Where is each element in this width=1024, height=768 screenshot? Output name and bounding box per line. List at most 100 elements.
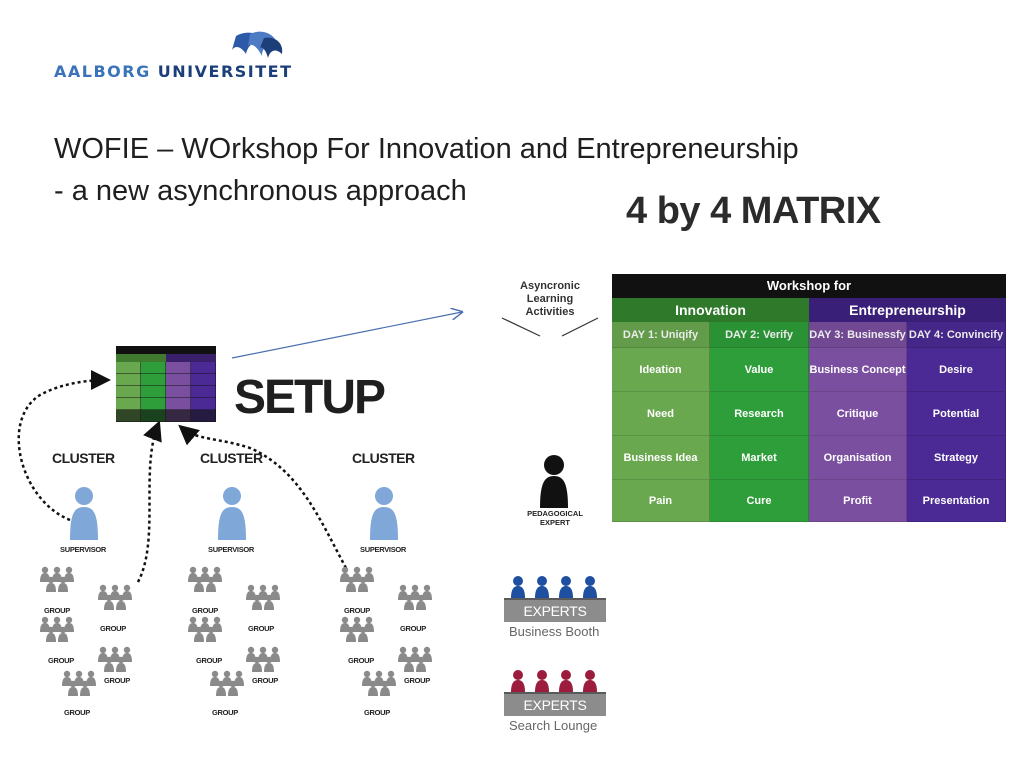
title-line-1: WOFIE – WOrkshop For Innovation and Entr… [54, 133, 799, 165]
group-label: GROUP [348, 656, 375, 665]
group-label: GROUP [192, 606, 219, 615]
cluster: CLUSTER SUPERVISOR GROUP GROUP GROUP GROUP GRO… [340, 450, 492, 730]
cluster-label: CLUSTER [200, 450, 263, 466]
async-activities-label: Asyncronic Learning Activities [510, 280, 590, 319]
group-label: GROUP [104, 676, 131, 685]
supervisor-icon [70, 487, 98, 540]
mini-matrix-cell [116, 398, 141, 410]
mini-matrix-cell [166, 410, 191, 422]
supervisor-label: SUPERVISOR [208, 545, 255, 554]
matrix-cell: Profit [809, 480, 907, 522]
async-label-line-3: Activities [525, 306, 575, 318]
mini-matrix-cell [141, 362, 166, 374]
group-label: GROUP [44, 606, 71, 615]
matrix-category-innovation: Innovation [612, 298, 809, 322]
cluster: CLUSTER SUPERVISOR GROUP GROUP GROUP GROUP GRO… [188, 450, 340, 730]
mini-matrix-cell [166, 386, 191, 398]
mini-matrix-grid [116, 346, 216, 422]
group-icons [40, 566, 132, 696]
slide-title: WOFIE – WOrkshop For Innovation and Entr… [54, 128, 799, 212]
matrix-cell: Critique [809, 392, 907, 436]
mini-matrix-cell [191, 362, 216, 374]
matrix-day-header: DAY 1: Uniqify [612, 322, 710, 348]
experts-people-icon [511, 576, 597, 598]
matrix-cell: Need [612, 392, 710, 436]
supervisor-label: SUPERVISOR [60, 545, 107, 554]
experts-bar: EXPERTS [504, 598, 606, 622]
logo-text-aalborg: AALBORG [54, 62, 151, 81]
mini-matrix-cell [116, 386, 141, 398]
booth-caption: Search Lounge [509, 718, 598, 733]
pedagogical-line-2: EXPERT [539, 518, 570, 527]
group-label: GROUP [400, 624, 427, 633]
matrix-header: Workshop for [612, 274, 1006, 298]
group-label: GROUP [196, 656, 223, 665]
group-label: GROUP [100, 624, 127, 633]
logo-text: AALBORG UNIVERSITET [54, 62, 293, 81]
cluster-label: CLUSTER [352, 450, 415, 466]
async-label-line-2: Learning [526, 293, 574, 305]
mini-matrix-cell [166, 374, 191, 386]
mini-matrix-cell [166, 362, 191, 374]
title-line-2: - a new asynchronous approach [54, 175, 467, 207]
matrix-cell: Value [710, 348, 809, 392]
matrix-cell: Research [710, 392, 809, 436]
mini-matrix-cell [191, 374, 216, 386]
booth-caption: Business Booth [509, 624, 600, 639]
matrix-cell: Cure [710, 480, 809, 522]
matrix-cell: Potential [907, 392, 1006, 436]
cluster-label: CLUSTER [52, 450, 115, 466]
mini-matrix-cell [141, 410, 166, 422]
group-label: GROUP [252, 676, 279, 685]
mini-matrix-cell [116, 410, 141, 422]
group-label: GROUP [344, 606, 371, 615]
mini-matrix-cell [116, 374, 141, 386]
group-label: GROUP [64, 708, 91, 717]
setup-to-async-arrow [231, 312, 462, 359]
cluster3-dotted-arrow [178, 424, 348, 569]
group-icons [340, 566, 432, 696]
group-label: GROUP [364, 708, 391, 717]
workshop-matrix: Workshop for Innovation Entrepreneurship… [612, 274, 1006, 524]
matrix-category-entrepreneurship: Entrepreneurship [809, 298, 1006, 322]
logo-wave-icon [232, 31, 283, 58]
logo-text-universitet: UNIVERSITET [157, 62, 293, 81]
matrix-cell: Organisation [809, 436, 907, 480]
matrix-day-header: DAY 2: Verify [710, 322, 809, 348]
matrix-cell: Market [710, 436, 809, 480]
matrix-cell: Pain [612, 480, 710, 522]
matrix-cell: Strategy [907, 436, 1006, 480]
matrix-cell: Presentation [907, 480, 1006, 522]
cluster2-dotted-arrow [136, 420, 162, 583]
setup-label: SETUP [234, 371, 386, 424]
mini-matrix-thumbnail [116, 346, 216, 422]
mini-matrix-cell [141, 386, 166, 398]
async-line-left [501, 317, 541, 337]
matrix-cell: Business Concept [809, 348, 907, 392]
mini-matrix-cell [141, 398, 166, 410]
aalborg-logo: AALBORG UNIVERSITET [50, 28, 310, 88]
group-label: GROUP [48, 656, 75, 665]
group-icons [188, 566, 280, 696]
pedagogical-expert-label: PEDAGOGICAL EXPERT [520, 509, 590, 527]
matrix-day-header: DAY 3: Businessfy [809, 322, 907, 348]
mini-matrix-cell [116, 362, 141, 374]
matrix-title: 4 by 4 MATRIX [626, 190, 881, 232]
group-label: GROUP [248, 624, 275, 633]
matrix-cell: Ideation [612, 348, 710, 392]
cluster1-dotted-arrow [17, 370, 111, 522]
supervisor-label: SUPERVISOR [360, 545, 407, 554]
mini-matrix-cell [166, 398, 191, 410]
async-label-line-1: Asyncronic [520, 280, 580, 292]
group-label: GROUP [404, 676, 431, 685]
async-line-right [561, 317, 599, 337]
group-label: GROUP [212, 708, 239, 717]
supervisor-icon [370, 487, 398, 540]
mini-matrix-cell [191, 386, 216, 398]
matrix-cell: Business Idea [612, 436, 710, 480]
matrix-cell: Desire [907, 348, 1006, 392]
experts-bar: EXPERTS [504, 692, 606, 716]
mini-matrix-cell [191, 398, 216, 410]
cluster: CLUSTER SUPERVISOR GROUP GROUP GROUP GROUP GRO… [40, 450, 192, 730]
